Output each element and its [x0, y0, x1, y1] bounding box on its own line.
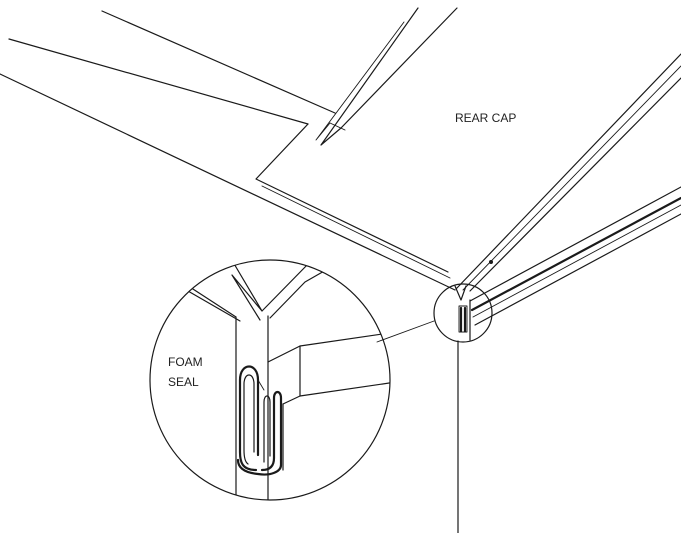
detail-callout-circle	[433, 283, 493, 343]
rivet-hole-icon	[489, 260, 493, 264]
corner-joint-detail	[433, 283, 493, 533]
rear-cap-panel	[0, 7, 458, 291]
foam-seal-label-line2: SEAL	[168, 375, 199, 389]
lower-rail	[469, 186, 681, 326]
rear-cap-label: REAR CAP	[455, 111, 516, 125]
enlarged-detail-circle	[149, 259, 391, 501]
side-rail	[455, 53, 681, 292]
foam-seal-label-line1: FOAM	[168, 355, 203, 369]
detail-leader-line	[376, 320, 435, 343]
